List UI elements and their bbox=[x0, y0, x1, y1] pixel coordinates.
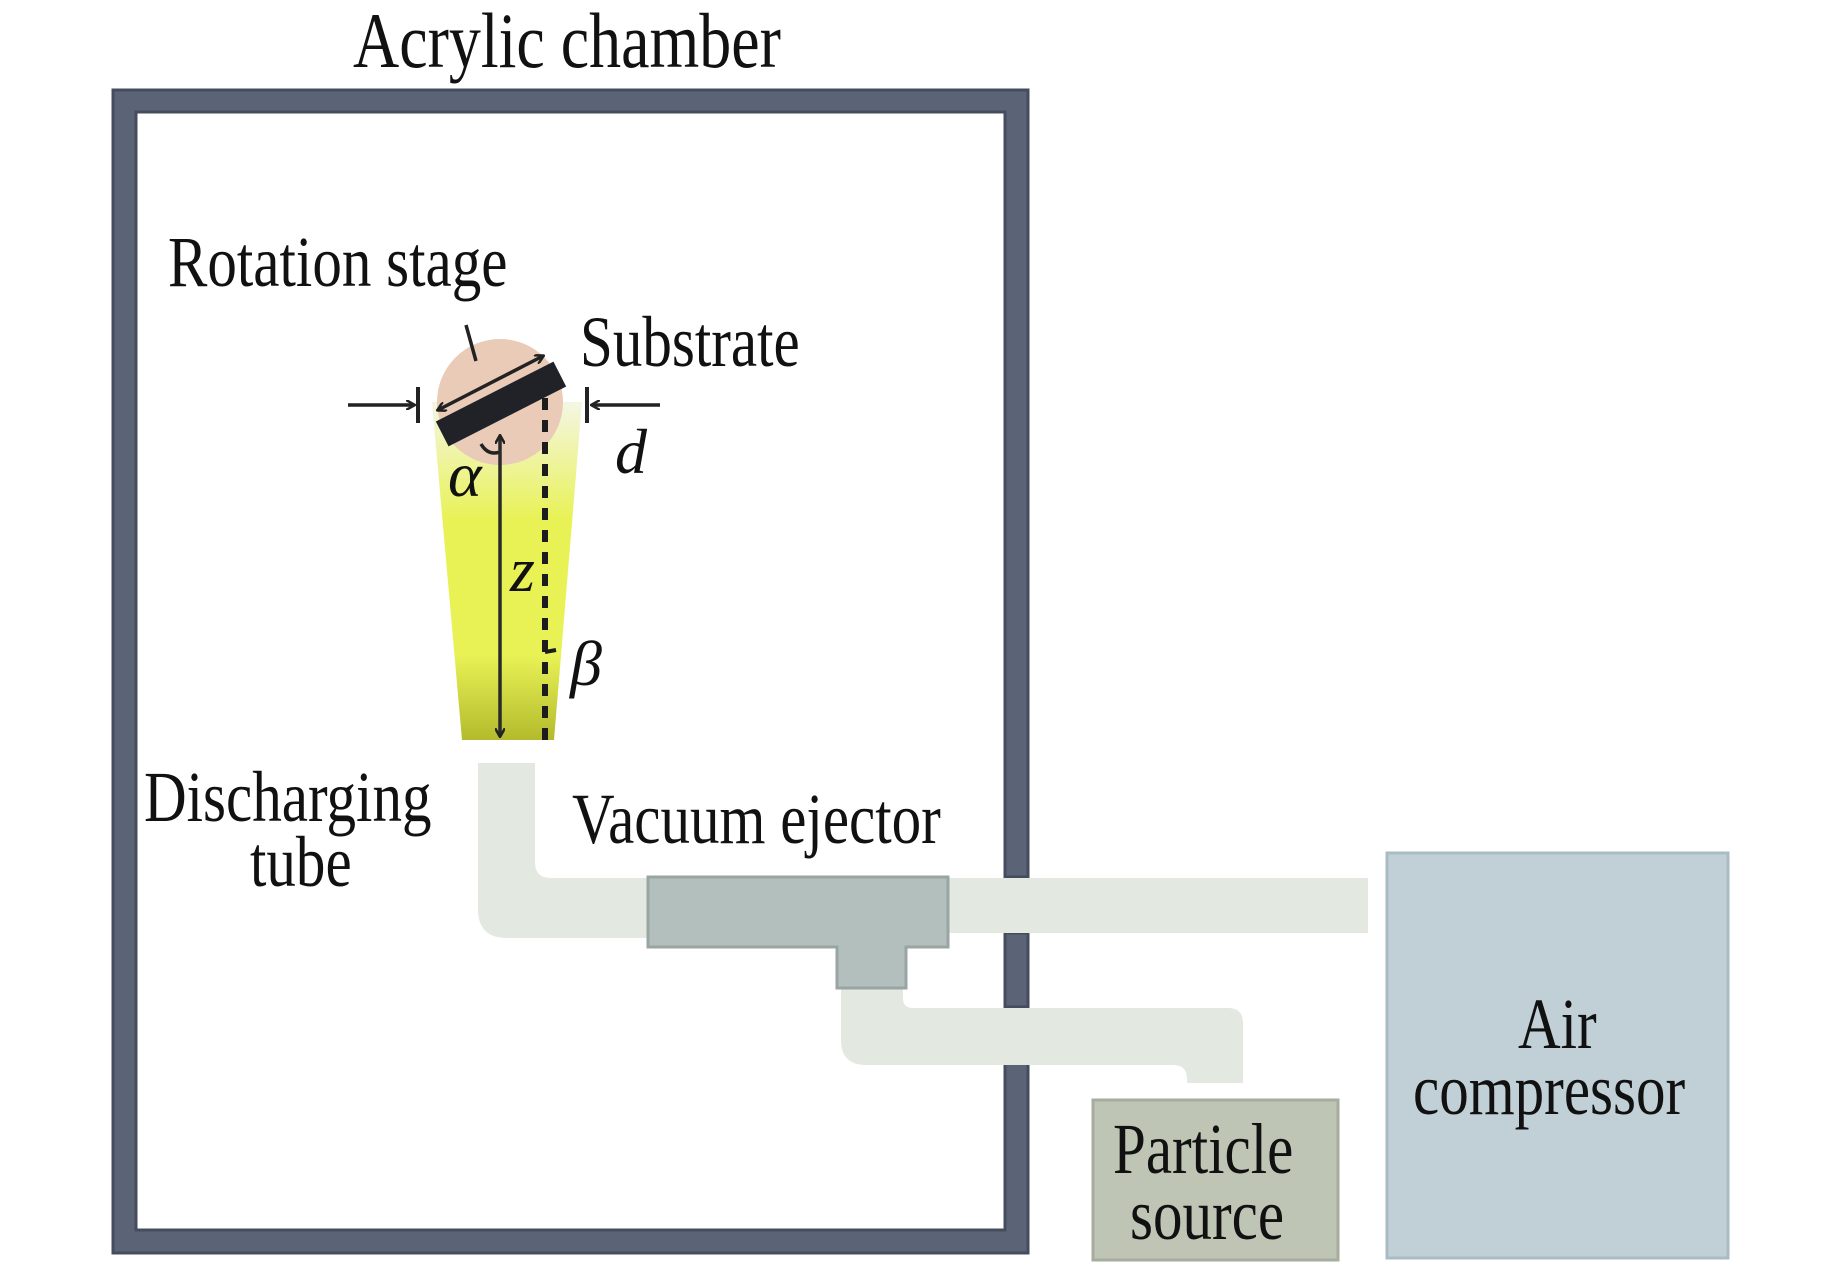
alpha-symbol: α bbox=[448, 439, 482, 510]
substrate-pointer-line bbox=[464, 324, 478, 362]
air-compressor-label-line1: Air bbox=[1518, 984, 1597, 1064]
discharging-tube-pipe bbox=[478, 763, 648, 938]
rotation-stage-label: Rotation stage bbox=[168, 222, 508, 302]
air-compressor-box bbox=[1385, 851, 1730, 1260]
particle-source-label-line1: Particle bbox=[1113, 1109, 1294, 1189]
beta-symbol: β bbox=[570, 628, 602, 699]
discharging-tube-label-line2: tube bbox=[250, 822, 352, 902]
substrate-label: Substrate bbox=[580, 302, 800, 382]
chamber-wall bbox=[111, 88, 1030, 1255]
particle-source-box bbox=[1091, 1098, 1340, 1262]
vacuum-ejector-body bbox=[646, 875, 950, 990]
chamber-title: Acrylic chamber bbox=[353, 0, 781, 84]
particle-source-label-line2: source bbox=[1130, 1175, 1285, 1255]
d-symbol: d bbox=[615, 416, 647, 487]
air-compressor-label-line2: compressor bbox=[1413, 1050, 1686, 1130]
vacuum-ejector-label: Vacuum ejector bbox=[572, 779, 941, 859]
beta-angle-tick bbox=[544, 648, 557, 654]
z-symbol: z bbox=[510, 534, 535, 605]
acrylic-chamber bbox=[111, 88, 1030, 1255]
discharging-tube-label-line1: Discharging bbox=[144, 757, 432, 837]
compressed-air-pipe bbox=[948, 878, 1368, 933]
d-dimension-left-arrow bbox=[348, 387, 420, 423]
d-dimension-right-arrow bbox=[585, 387, 660, 423]
substrate-width-arrow bbox=[438, 356, 543, 410]
particle-feed-pipe bbox=[841, 988, 1243, 1083]
chamber-wall-segment bbox=[1003, 931, 1030, 1009]
